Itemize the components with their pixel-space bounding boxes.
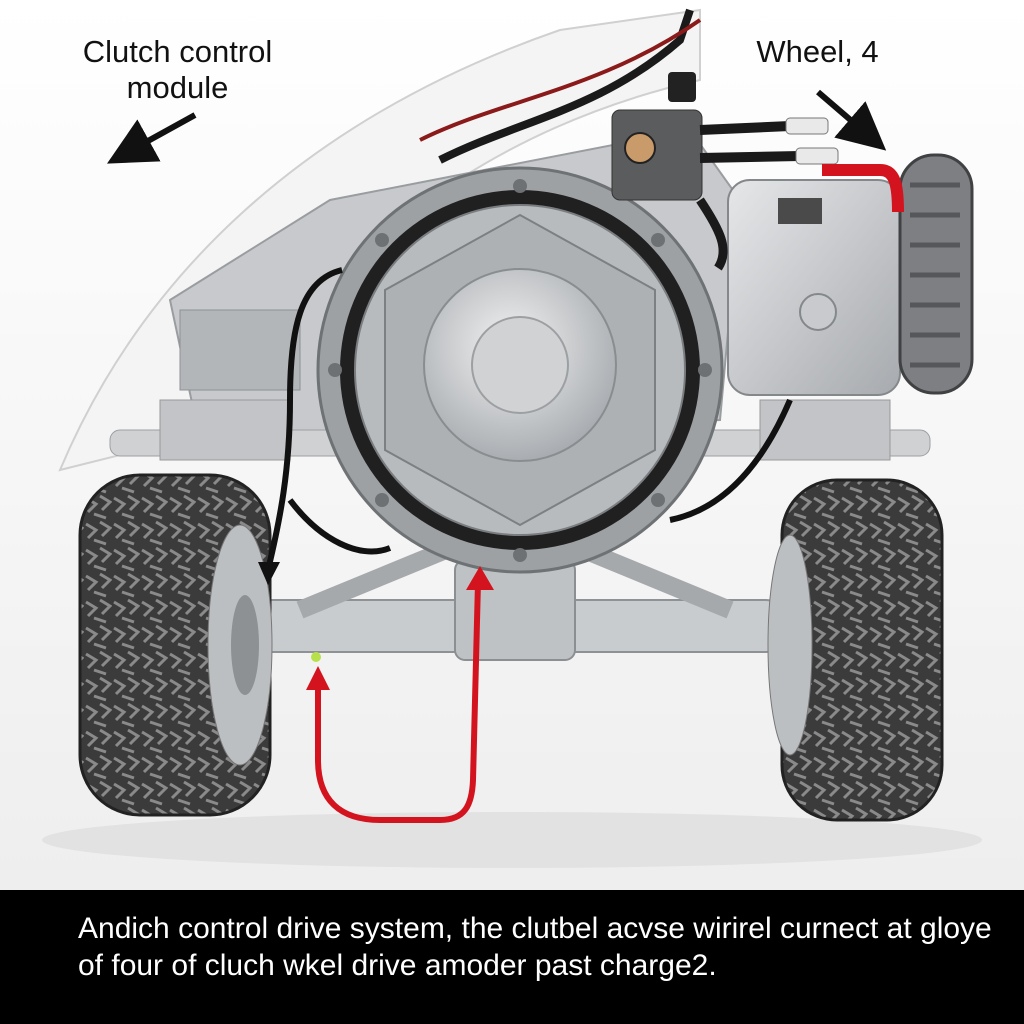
clutch-control-module-label: Clutch control module bbox=[82, 34, 273, 105]
wheel-label-arrow bbox=[816, 89, 887, 151]
harness-wire-5 bbox=[696, 197, 728, 271]
mount-right bbox=[759, 399, 891, 461]
clutch-housing bbox=[316, 166, 724, 574]
red-arrowhead-top bbox=[466, 566, 494, 590]
red-circuit-line bbox=[315, 581, 481, 823]
harness-wire-3 bbox=[699, 121, 791, 135]
spare-wheel bbox=[898, 153, 974, 395]
caption-text: Andich control drive system, the clutbel… bbox=[78, 912, 992, 982]
sensor-marker bbox=[311, 652, 321, 662]
clutch-label-arrow bbox=[106, 112, 197, 164]
housing-bolts bbox=[328, 179, 712, 562]
black-wire-branch bbox=[287, 498, 392, 555]
red-hose bbox=[822, 164, 904, 213]
black-wire-right bbox=[669, 398, 793, 523]
black-wire-to-left-hub bbox=[265, 267, 343, 571]
caption-bar: Andich control drive system, the clutbel… bbox=[0, 890, 1024, 1024]
wheel-label: Wheel, 4 bbox=[756, 34, 879, 69]
harness-wire-2 bbox=[419, 18, 702, 142]
red-arrowhead-left bbox=[306, 666, 330, 690]
harness-wire-1 bbox=[438, 8, 694, 164]
terminal-1 bbox=[785, 117, 829, 135]
floor-shadow bbox=[42, 812, 982, 868]
drivetrain-illustration bbox=[0, 0, 1024, 890]
terminal-2 bbox=[795, 147, 839, 165]
harness-wire-4 bbox=[699, 151, 801, 163]
right-tire bbox=[767, 478, 944, 822]
connector-block bbox=[611, 72, 703, 201]
left-tire bbox=[78, 473, 273, 817]
frame-bracket-left bbox=[179, 309, 301, 391]
differential bbox=[454, 559, 576, 661]
mount-left bbox=[159, 399, 291, 461]
right-module-box bbox=[727, 179, 901, 396]
black-wire-arrowhead bbox=[258, 562, 280, 585]
